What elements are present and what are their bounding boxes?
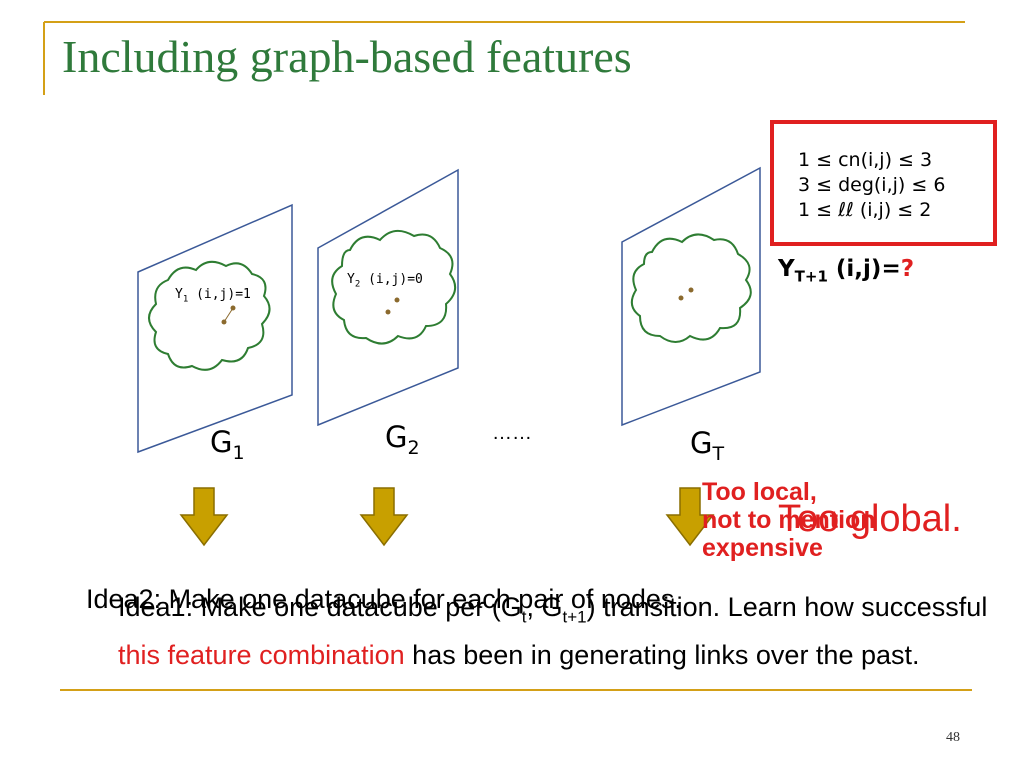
graph-label-gt: GT — [690, 426, 725, 465]
node-dot — [678, 295, 684, 301]
feature-range-box: 1 ≤ cn(i,j) ≤ 3 3 ≤ deg(i,j) ≤ 6 1 ≤ ℓℓ … — [770, 120, 997, 246]
range-line: 1 ≤ cn(i,j) ≤ 3 — [798, 149, 933, 171]
graph-label-g2: G2 — [385, 420, 420, 459]
node-dot — [221, 319, 227, 325]
graph-frame-g2 — [317, 168, 459, 427]
down-arrow-icon — [179, 487, 229, 547]
down-arrow-icon — [359, 487, 409, 547]
idea2-text: Idea2: Make one datacube for each pair o… — [86, 584, 682, 614]
graph-label-g1: G1 — [210, 425, 245, 464]
graph-frame-g1 — [137, 203, 293, 454]
edge-line — [223, 307, 234, 323]
graph-g2 — [317, 168, 459, 427]
highlighted-phrase: this feature combination — [118, 640, 405, 671]
node-dot — [385, 309, 391, 315]
target-label: YT+1 (i,j)=? — [778, 256, 915, 286]
cloud-shape — [148, 260, 271, 371]
node-dot — [394, 297, 400, 303]
node-dot — [688, 287, 694, 293]
page-number: 48 — [946, 730, 960, 745]
down-arrow-icon — [665, 487, 715, 547]
cloud-label-g1: Y1 (i,j)=1 — [175, 287, 251, 305]
range-line: 1 ≤ ℓℓ (i,j) ≤ 2 — [798, 199, 932, 221]
ellipsis: …… — [492, 422, 532, 444]
idea1-text: Idea1: Make one datacube per (Gt, Gt+1) … — [118, 592, 988, 671]
too-global-note: Too global. — [778, 498, 962, 540]
question-mark: ? — [900, 256, 915, 282]
too-local-note: Too local, not to mention expensive — [702, 478, 876, 562]
slide-title: Including graph-based features — [62, 31, 632, 82]
cloud-shape — [331, 229, 457, 345]
graph-frame-gt — [621, 166, 761, 427]
cloud-label-g2: Y2 (i,j)=0 — [347, 272, 423, 290]
graph-g1 — [137, 203, 293, 454]
node-dot — [230, 305, 236, 311]
range-line: 3 ≤ deg(i,j) ≤ 6 — [798, 174, 946, 196]
graph-gt — [621, 166, 761, 427]
